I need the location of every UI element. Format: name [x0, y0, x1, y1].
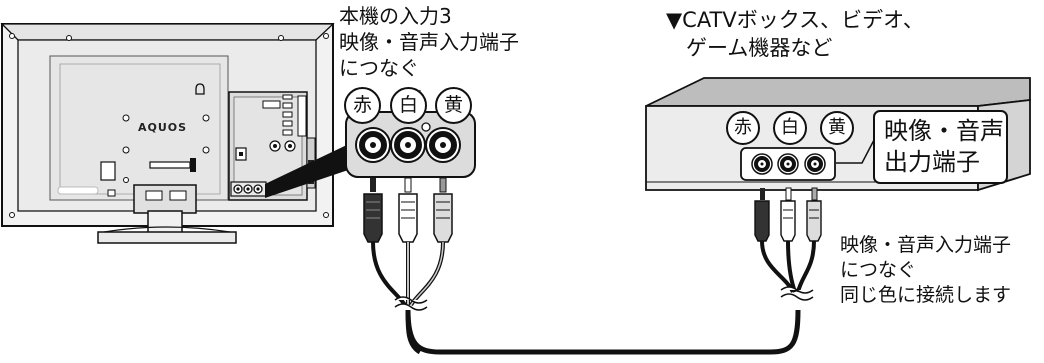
device-title-line-2: ゲーム機器など — [686, 36, 833, 60]
instruction-line-2: につなぐ — [840, 259, 917, 281]
jack-label-yellow: 黄 — [435, 87, 472, 124]
av-cable — [405, 309, 801, 355]
device-jack-label-red: 赤 — [726, 111, 760, 145]
jack-label-red: 赤 — [344, 87, 381, 124]
instruction-line-1: 映像・音声入力端子 — [840, 234, 1012, 256]
instruction-line-3: 同じ色に接続します — [840, 284, 1012, 306]
tv-jack-zoom — [345, 111, 476, 178]
tv-input-label-line-3: につなぐ — [339, 56, 419, 80]
device-side-plugs — [754, 187, 822, 301]
device-jack-label-yellow: 黄 — [820, 111, 854, 145]
tv-input-label-line-2: 映像・音声入力端子 — [339, 30, 519, 54]
tv-input-label-line-1: 本機の入力3 — [339, 4, 452, 28]
device-output-label-line-1: 映像・音声 — [884, 117, 1004, 145]
device-output-label-line-2: 出力端子 — [884, 148, 980, 176]
tv-rear-illustration — [0, 23, 335, 244]
brand-logo: AQUOS — [138, 121, 188, 134]
jack-label-white: 白 — [390, 87, 427, 124]
device-jack-label-white: 白 — [773, 111, 807, 145]
external-device-illustration — [645, 77, 1031, 192]
device-title-line-1: ▼CATVボックス、ビデオ、 — [666, 8, 924, 32]
